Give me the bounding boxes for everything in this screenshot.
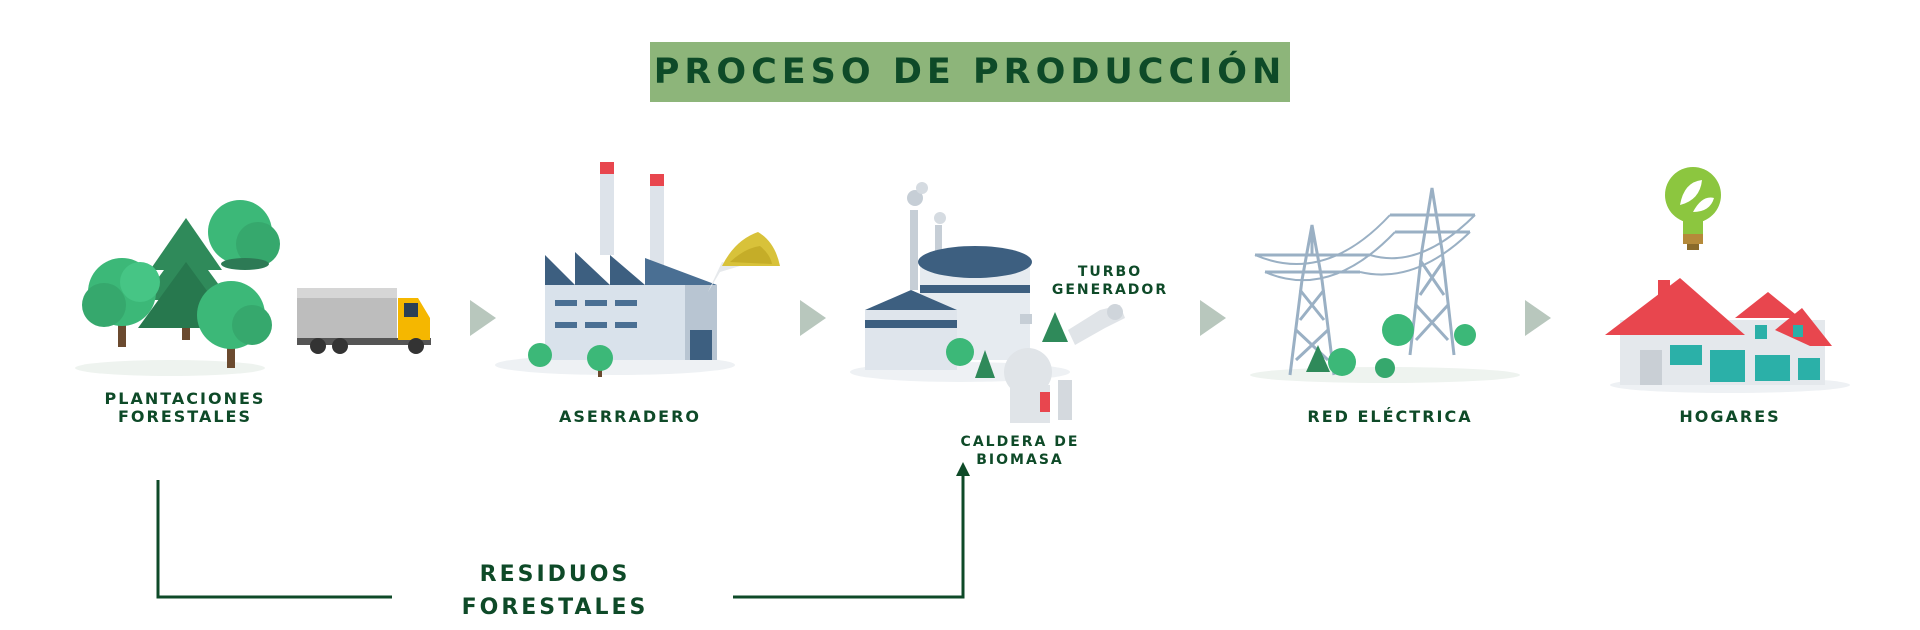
power-tower-icon — [1250, 187, 1520, 383]
label-residuos-line2: FORESTALES — [461, 595, 649, 620]
label-turbo-line2: GENERADOR — [1051, 282, 1169, 298]
truck-icon — [297, 288, 431, 354]
label-hogares: HOGARES — [1679, 407, 1781, 426]
arrow-right-icon — [470, 300, 496, 336]
label-turbo: TURBO GENERADOR — [1040, 263, 1180, 299]
label-caldera-line1: CALDERA DE — [960, 434, 1080, 450]
label-plantaciones-line1: PLANTACIONES — [104, 389, 266, 408]
label-caldera: CALDERA DE BIOMASA — [940, 433, 1100, 469]
page-title: PROCESO DE PRODUCCIÓN — [653, 52, 1287, 92]
label-aserradero: ASERRADERO — [559, 407, 701, 426]
label-plantaciones-line2: FORESTALES — [117, 407, 252, 426]
label-residuos-line1: RESIDUOS — [479, 562, 631, 587]
title-banner: PROCESO DE PRODUCCIÓN — [650, 42, 1290, 102]
biomass-plant-icon — [850, 182, 1072, 423]
sawdust-icon — [708, 232, 780, 292]
turbine-icon — [1020, 304, 1125, 345]
arrow-up-icon — [956, 462, 970, 476]
arrow-right-icon — [1200, 300, 1226, 336]
lightbulb-icon — [1665, 167, 1721, 250]
arrow-right-icon — [1525, 300, 1551, 336]
label-red-electrica: RED ELÉCTRICA — [1307, 407, 1473, 426]
arrow-right-icon — [800, 300, 826, 336]
house-icon — [1605, 278, 1850, 393]
label-caldera-line2: BIOMASA — [976, 452, 1064, 468]
label-turbo-line1: TURBO — [1077, 264, 1143, 280]
residuos-flow-line — [156, 473, 965, 599]
label-residuos: RESIDUOS FORESTALES — [430, 558, 680, 624]
factory-icon — [495, 162, 735, 377]
label-plantaciones: PLANTACIONES FORESTALES — [80, 390, 290, 426]
tree-icon — [75, 200, 280, 376]
